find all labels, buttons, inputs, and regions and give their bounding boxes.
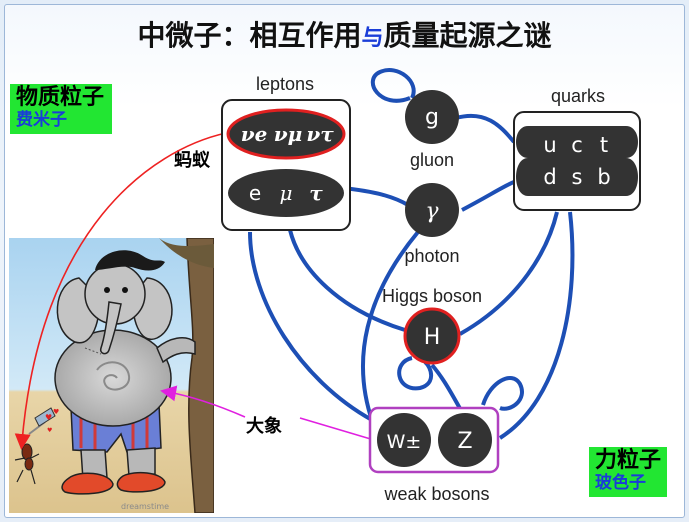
svg-text:♥: ♥ [47,427,52,434]
elephant-label: 大象 [246,416,282,437]
svg-text:♥: ♥ [53,408,59,416]
fermion-label: 物质粒子 [16,85,105,110]
svg-text:♥: ♥ [45,413,52,422]
elephant-right-leg [126,447,156,477]
title-connector: 与 [361,26,384,51]
boson-badge: 力粒子 玻色子 [589,447,668,497]
fermion-badge: 物质粒子 费米子 [10,84,113,134]
slide-title: 中微子：相互作用与质量起源之谜 [0,14,689,54]
title-tail: 质量起源之谜 [383,19,552,52]
elephant-eye-right [122,287,128,293]
ant-label: 蚂蚁 [174,150,210,171]
elephant-eye-left [104,287,110,293]
elephant-left-shoe [61,472,114,495]
elephant-right-shoe [116,471,166,493]
boson-label: 力粒子 [595,448,662,473]
fermion-sublabel: 费米子 [16,109,67,130]
watermark-text: dreamstime [121,502,169,511]
boson-sublabel: 玻色子 [595,472,646,493]
elephant-ant-cartoon: ♥ ♥ ♥ dreamstime [9,238,214,513]
title-main: 中微子：相互作用 [137,19,362,52]
elephant-belly [54,329,172,427]
